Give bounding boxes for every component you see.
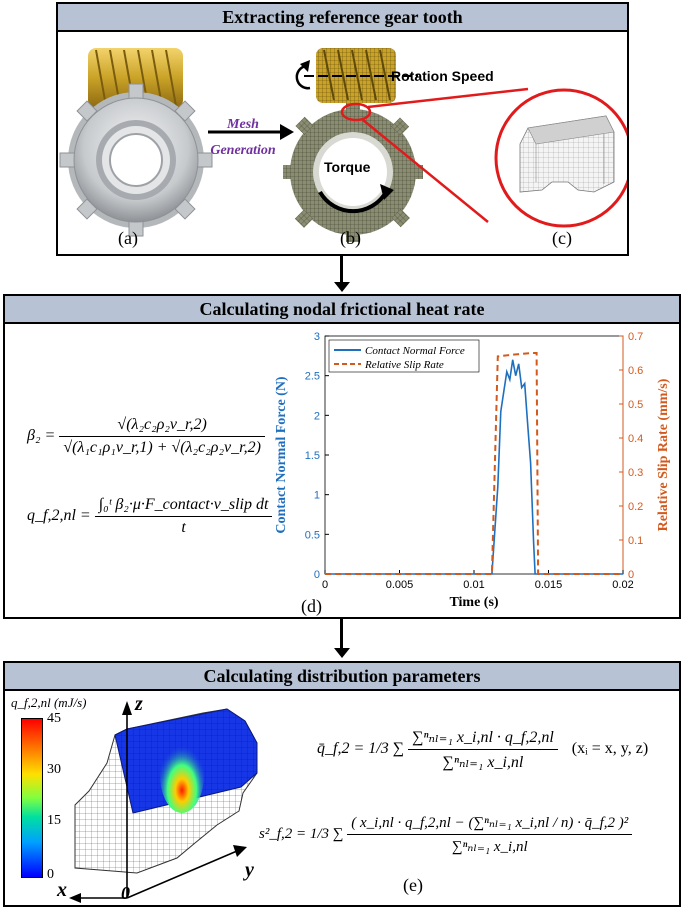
connector-arrowhead-2 xyxy=(334,648,350,658)
meshed-spur-gear xyxy=(283,102,423,242)
y-tick-label: 0.5 xyxy=(305,529,320,541)
equation-beta-numerator: √(λ₂c₂ρ₂v_r,2) xyxy=(59,416,265,437)
equation-mean: q̄_f,2 = 1/3 ∑ ∑ⁿₙₗ₌₁ x_i,nl · q_f,2,nl … xyxy=(317,727,649,771)
label-b: (b) xyxy=(340,228,361,248)
equation-beta-denominator: √(λ₁c₁ρ₁v_r,1) + √(λ₂c₂ρ₂v_r,2) xyxy=(63,439,261,456)
equation-q: q_f,2,nl = ∫₀ᵗ β₂·μ·F_contact·v_slip dt … xyxy=(27,496,273,537)
equation-mean-numerator: ∑ⁿₙₗ₌₁ x_i,nl · q_f,2,nl xyxy=(408,727,558,750)
y-right-tick-label: 0 xyxy=(628,569,634,581)
y-tick-label: 2.5 xyxy=(305,371,320,383)
legend-label: Contact Normal Force xyxy=(365,345,465,357)
y-right-tick-label: 0.7 xyxy=(628,331,643,343)
equation-q-denominator: t xyxy=(181,519,186,536)
panel1-title: Extracting reference gear tooth xyxy=(58,4,627,32)
spur-gear-silver xyxy=(59,83,213,237)
connector-arrow-1 xyxy=(340,256,343,283)
y-tick-label: 0 xyxy=(314,569,320,581)
mesh-generation-arrow xyxy=(208,124,294,140)
colorbar-tick-45: 45 xyxy=(47,711,61,726)
axis-y-label: y xyxy=(245,859,254,881)
x-tick-label: 0.015 xyxy=(535,579,563,591)
panel1-illustration xyxy=(59,48,627,242)
x-tick-label: 0.02 xyxy=(612,579,633,591)
connector-arrowhead-1 xyxy=(334,282,350,292)
equation-beta: β₂ = √(λ₂c₂ρ₂v_r,2) √(λ₁c₁ρ₁v_r,1) + √(λ… xyxy=(27,416,265,457)
panel-nodal-heat-rate: Calculating nodal frictional heat rate β… xyxy=(3,294,681,619)
series-line-relative-slip-rate xyxy=(325,352,623,575)
mesh-label: Mesh Generation xyxy=(210,117,276,158)
colorbar-tick-15: 15 xyxy=(47,813,61,828)
panel-distribution-parameters: Calculating distribution parameters q_f,… xyxy=(3,661,681,907)
panel2-title: Calculating nodal frictional heat rate xyxy=(5,296,679,324)
colorbar-tick-0: 0 xyxy=(47,867,54,882)
y-right-tick-label: 0.6 xyxy=(628,365,643,377)
equation-variance: s²_f,2 = 1/3 ∑ ( x_i,nl · q_f,2,nl − (∑ⁿ… xyxy=(259,813,633,856)
legend-label: Relative Slip Rate xyxy=(364,359,444,371)
y-tick-label: 2 xyxy=(314,410,320,422)
y-right-tick-label: 0.1 xyxy=(628,535,643,547)
colorbar xyxy=(21,718,43,878)
label-a: (a) xyxy=(118,228,138,248)
equation-mean-note: (xᵢ = x, y, z) xyxy=(571,740,649,758)
label-c: (c) xyxy=(552,228,572,248)
y-tick-label: 1.5 xyxy=(305,450,320,462)
chart-plot-area xyxy=(324,335,624,575)
x-tick-label: 0 xyxy=(322,579,328,591)
axis-z-label: z xyxy=(135,693,143,715)
colorbar-tick-30: 30 xyxy=(47,762,61,777)
axis-origin-label: 0 xyxy=(121,883,130,903)
axis-x-label: x xyxy=(57,879,67,901)
connector-arrow-2 xyxy=(340,619,343,649)
series-line-contact-normal-force xyxy=(325,359,623,575)
panel3-title: Calculating distribution parameters xyxy=(5,663,679,691)
chart-x-axis-label: Time (s) xyxy=(449,595,498,610)
panel-extracting-gear-tooth: Extracting reference gear tooth xyxy=(56,2,629,256)
tooth-heat-model xyxy=(69,701,258,903)
label-e: (e) xyxy=(403,875,423,895)
equation-variance-denominator: ∑ⁿₙₗ₌₁ x_i,nl xyxy=(451,839,528,855)
y-tick-label: 1 xyxy=(314,490,320,502)
torque-label: Torque xyxy=(324,159,371,175)
colorbar-title: q_f,2,nl (mJ/s) xyxy=(11,695,87,710)
equation-mean-denominator: ∑ⁿₙₗ₌₁ x_i,nl xyxy=(442,754,524,771)
chart-legend xyxy=(328,339,480,373)
x-tick-label: 0.01 xyxy=(463,579,484,591)
rotation-speed-label: Rotation Speed xyxy=(391,68,494,84)
chart-y-axis-label: Contact Normal Force (N) xyxy=(274,376,289,534)
y-right-tick-label: 0.4 xyxy=(628,433,643,445)
equation-variance-numerator: ( x_i,nl · q_f,2,nl − (∑ⁿₙₗ₌₁ x_i,nl / n… xyxy=(347,813,633,835)
y-right-tick-label: 0.2 xyxy=(628,501,643,513)
meshed-worm-gear xyxy=(295,48,418,103)
x-tick-label: 0.005 xyxy=(386,579,414,591)
y-right-tick-label: 0.5 xyxy=(628,399,643,411)
label-d: (d) xyxy=(301,596,322,616)
y-right-tick-label: 0.3 xyxy=(628,467,643,479)
y-tick-label: 3 xyxy=(314,331,320,343)
equation-q-numerator: ∫₀ᵗ β₂·μ·F_contact·v_slip dt xyxy=(94,496,273,517)
gear-tooth-mesh xyxy=(519,115,615,193)
chart-y-right-axis-label: Relative Slip Rate (mm/s) xyxy=(656,378,671,531)
